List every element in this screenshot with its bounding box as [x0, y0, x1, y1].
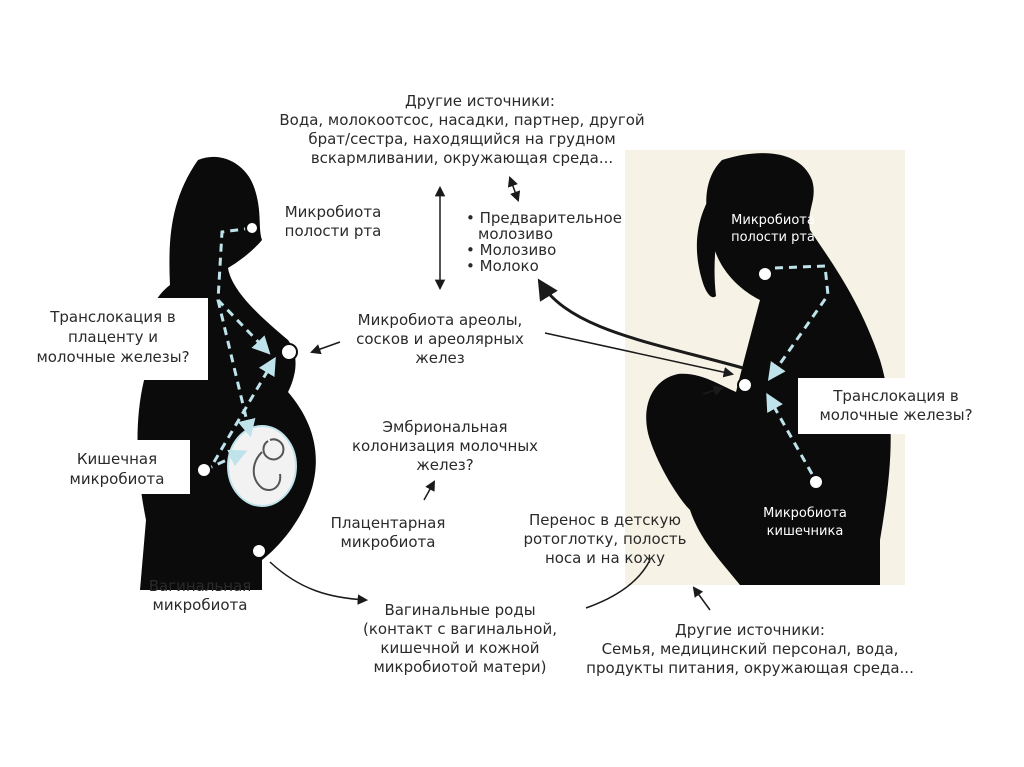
transfer-label-2: ротоглотку, полость	[520, 530, 690, 548]
vaginal-label-2: микробиота	[140, 596, 260, 614]
milk-stage-3: • Молоко	[466, 257, 539, 275]
nursing-translocation-label-1: Транслокация в	[798, 387, 994, 405]
top-sources-line3: вскармливании, окружающая среда...	[272, 149, 652, 167]
embryonic-label-1: Эмбриональная	[340, 418, 550, 436]
vaginal-birth-label-2: (контакт с вагинальной,	[360, 620, 560, 638]
vaginal-label-1: Вагинальная	[140, 577, 260, 595]
nursing-gut-label-1: Микробиота	[750, 506, 860, 522]
gut-label-1: Кишечная	[44, 450, 190, 468]
top-sources-line2: брат/сестра, находящийся на грудном	[272, 130, 652, 148]
nursing-translocation-label-2: молочные железы?	[798, 406, 994, 424]
pregnant-oral-label-1: Микробиота	[278, 203, 388, 221]
embryonic-label-2: колонизация молочных	[340, 437, 550, 455]
vaginal-birth-label-3: кишечной и кожной	[360, 639, 560, 657]
embryonic-label-3: желез?	[340, 456, 550, 474]
translocation-label-2: плаценту и	[18, 328, 208, 346]
bottom-sources-heading: Другие источники:	[640, 621, 860, 639]
transfer-label-1: Перенос в детскую	[520, 511, 690, 529]
translocation-label-1: Транслокация в	[18, 308, 208, 326]
top-sources-heading: Другие источники:	[340, 92, 620, 110]
vaginal-birth-label-1: Вагинальные роды	[360, 601, 560, 619]
areola-label-2: сосков и ареолярных	[340, 330, 540, 348]
nursing-oral-label-1: Микробиота	[718, 213, 828, 229]
nursing-gut-label-2: кишечника	[750, 524, 860, 540]
bottom-sources-line1: Семья, медицинский персонал, вода,	[590, 640, 910, 658]
bottom-sources-line2: продукты питания, окружающая среда...	[580, 659, 920, 677]
vaginal-birth-label-4: микробиотой матери)	[360, 658, 560, 676]
areola-label-1: Микробиота ареолы,	[340, 311, 540, 329]
transfer-label-3: носа и на кожу	[520, 549, 690, 567]
gut-label-2: микробиота	[44, 470, 190, 488]
placental-label-1: Плацентарная	[318, 514, 458, 532]
placental-label-2: микробиота	[318, 533, 458, 551]
pregnant-oral-label-2: полости рта	[278, 222, 388, 240]
top-sources-line1: Вода, молокоотсос, насадки, партнер, дру…	[272, 111, 652, 129]
nursing-oral-label-2: полости рта	[718, 230, 828, 246]
translocation-label-3: молочные железы?	[18, 348, 208, 366]
fetus-oval	[228, 426, 296, 506]
areola-label-3: желез	[340, 349, 540, 367]
